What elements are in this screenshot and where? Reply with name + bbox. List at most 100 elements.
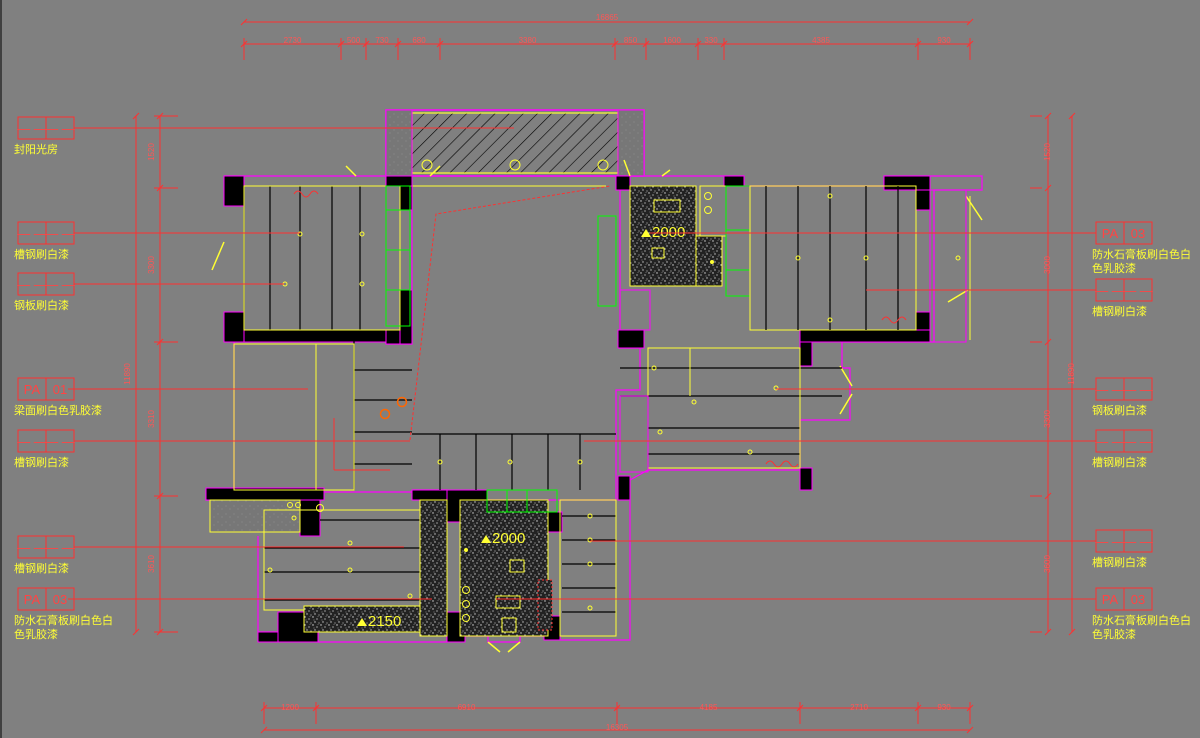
material-tag[interactable]: — —— —槽钢刷白漆 bbox=[1092, 278, 1153, 318]
dimension-segment-label: 500 bbox=[347, 36, 361, 45]
annotation-leaders bbox=[68, 127, 1096, 600]
dimension-tick bbox=[966, 726, 974, 734]
tag-index: — — bbox=[45, 226, 75, 241]
dimension-tick bbox=[1044, 492, 1052, 500]
dimension-segment-label: 850 bbox=[624, 36, 638, 45]
material-tag[interactable]: — —— — 钢板刷白漆 bbox=[1092, 377, 1153, 417]
tag-code: — — bbox=[1095, 434, 1125, 449]
dimension-segment-label: 3600 bbox=[1043, 555, 1052, 573]
tag-code: — — bbox=[17, 277, 47, 292]
tag-index: — — bbox=[45, 540, 75, 555]
tag-index: — — bbox=[45, 277, 75, 292]
tag-description-line2: 色乳胶漆 bbox=[1092, 261, 1136, 275]
elevation-label-3: 2150 bbox=[368, 613, 401, 630]
material-tag[interactable]: — —— — 槽钢刷白漆 bbox=[14, 221, 75, 261]
dimension-tick bbox=[260, 726, 268, 734]
material-tag[interactable]: — —— —封阳光房 bbox=[14, 116, 75, 156]
tag-index: — — bbox=[1123, 534, 1153, 549]
dimension-segment-label: 1200 bbox=[281, 703, 299, 712]
material-tag[interactable]: PA 01 梁面刷白色乳胶漆 bbox=[14, 377, 102, 417]
dimension-segment-label: 4185 bbox=[700, 703, 718, 712]
dimension-total-label: 16865 bbox=[596, 13, 619, 22]
tag-description: 槽钢刷白漆 bbox=[1092, 555, 1147, 569]
dimension-segment-label: 680 bbox=[412, 36, 426, 45]
dimension-tick bbox=[132, 628, 140, 636]
dimension-tick bbox=[1068, 112, 1076, 120]
tag-code: — — bbox=[1095, 534, 1125, 549]
tag-description-line2: 色乳胶漆 bbox=[14, 627, 58, 641]
tag-code: — — bbox=[17, 226, 47, 241]
tag-index: 03 bbox=[1131, 226, 1145, 241]
dimension-segment-label: 3300 bbox=[1043, 410, 1052, 428]
tag-code: PA bbox=[1102, 592, 1119, 607]
material-tag[interactable]: — —— —钢板刷白漆 bbox=[14, 272, 75, 312]
tag-code: — — bbox=[17, 434, 47, 449]
dimension-tick bbox=[1044, 112, 1052, 120]
dimension-segment-label: 1520 bbox=[147, 143, 156, 161]
dimension-segment-label: 3310 bbox=[147, 410, 156, 428]
dimension-segment-label: 930 bbox=[937, 703, 951, 712]
tag-description: 封阳光房 bbox=[14, 142, 58, 156]
dimension-segment-label: 3610 bbox=[147, 555, 156, 573]
dimension-segment-label: 1520 bbox=[1043, 143, 1052, 161]
dimension-segment-label: 2730 bbox=[284, 36, 302, 45]
material-tag[interactable]: — —— — 槽钢刷白漆 bbox=[14, 429, 75, 469]
dimension-segment-label: 3000 bbox=[1043, 256, 1052, 274]
tag-index: 03 bbox=[1131, 592, 1145, 607]
tag-code: — — bbox=[17, 121, 47, 136]
material-tag[interactable]: — —— — 槽钢刷白漆 bbox=[1092, 529, 1153, 569]
tag-description: 槽钢刷白漆 bbox=[1092, 455, 1147, 469]
tag-description: 槽钢刷白漆 bbox=[14, 455, 69, 469]
dimension-tick bbox=[240, 18, 248, 26]
tag-description: 梁面刷白色乳胶漆 bbox=[14, 403, 102, 417]
dimension-segment-label: 6910 bbox=[458, 703, 476, 712]
tag-description-line2: 色乳胶漆 bbox=[1092, 627, 1136, 641]
tag-index: — — bbox=[1123, 283, 1153, 298]
tag-description: 防水石膏板刷白色白 bbox=[1092, 247, 1191, 261]
right-dimension-chain: 11890 1520 3000 3300 3600 bbox=[1030, 112, 1076, 636]
tag-description: 防水石膏板刷白色白 bbox=[1092, 613, 1191, 627]
dimension-total-label: 16305 bbox=[606, 723, 629, 732]
left-dimension-chain: 11890 1520 3300 3310 3610 bbox=[123, 112, 178, 636]
tag-index: 01 bbox=[53, 382, 67, 397]
elevation-label-2: 2000 bbox=[492, 530, 525, 547]
tag-description: 钢板刷白漆 bbox=[1092, 403, 1147, 417]
tag-code: — — bbox=[1095, 382, 1125, 397]
tag-index: 03 bbox=[53, 592, 67, 607]
tag-index: — — bbox=[1123, 434, 1153, 449]
material-tag[interactable]: — —— —槽钢刷白漆 bbox=[14, 535, 75, 575]
dimension-total-label: 11890 bbox=[1067, 363, 1076, 385]
dimension-segment-label: 3380 bbox=[519, 36, 537, 45]
dimension-segment-label: 330 bbox=[704, 36, 718, 45]
dimension-tick bbox=[132, 112, 140, 120]
tag-index: — — bbox=[45, 434, 75, 449]
dimension-segment-label: 3300 bbox=[147, 256, 156, 274]
tag-index: — — bbox=[1123, 382, 1153, 397]
dimension-segment-label: 1600 bbox=[663, 36, 681, 45]
tag-code: PA bbox=[24, 592, 41, 607]
dimension-tick bbox=[1068, 628, 1076, 636]
dimension-total-label: 11890 bbox=[123, 363, 132, 385]
dimension-tick bbox=[1044, 338, 1052, 346]
floor-plan: 2000 2000 2150 bbox=[205, 109, 983, 653]
tag-code: — — bbox=[17, 540, 47, 555]
tag-description: 防水石膏板刷白色白 bbox=[14, 613, 113, 627]
dimension-segment-label: 930 bbox=[937, 36, 951, 45]
tag-description: 槽钢刷白漆 bbox=[1092, 304, 1147, 318]
tag-code: PA bbox=[24, 382, 41, 397]
dimension-tick bbox=[966, 18, 974, 26]
dimension-segment-label: 730 bbox=[375, 36, 389, 45]
tag-code: PA bbox=[1102, 226, 1119, 241]
tag-description: 槽钢刷白漆 bbox=[14, 247, 69, 261]
material-tag[interactable]: — —— — 槽钢刷白漆 bbox=[1092, 429, 1153, 469]
dimension-tick bbox=[1044, 184, 1052, 192]
